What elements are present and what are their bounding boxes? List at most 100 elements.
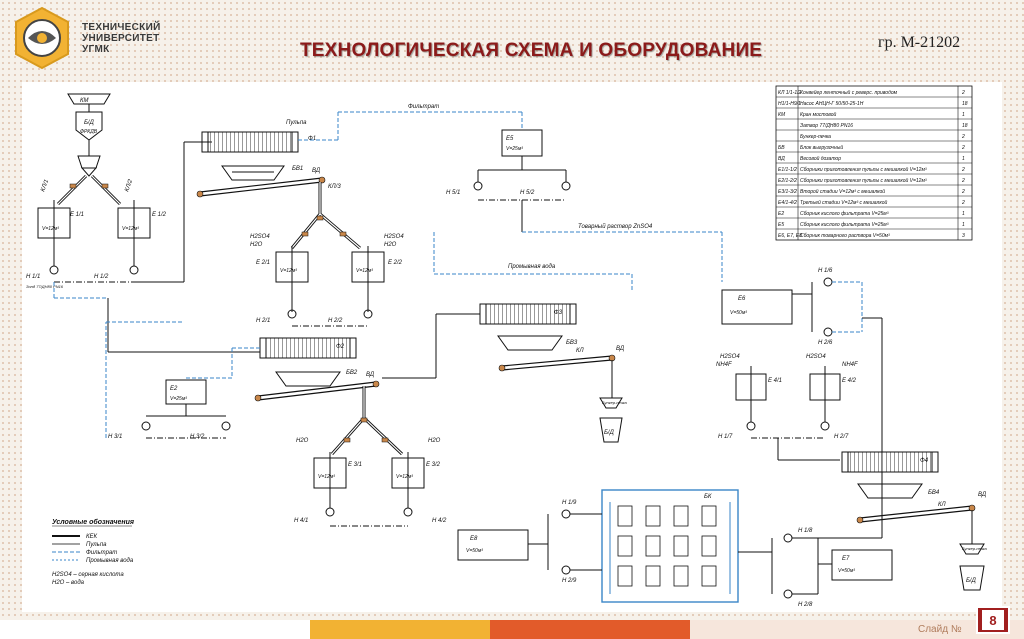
svg-text:V=50м³: V=50м³ bbox=[730, 310, 747, 316]
tank-e7: Е7 V=50м³ Н 1/8 Н 2/8 bbox=[738, 512, 893, 608]
svg-text:H2O: H2O bbox=[250, 242, 263, 248]
svg-text:Н 2/9: Н 2/9 bbox=[562, 578, 577, 584]
bk-cell bbox=[645, 565, 661, 587]
svg-text:Н 1/1: Н 1/1 bbox=[26, 274, 40, 280]
spec-table-cell: 1 bbox=[962, 112, 965, 118]
svg-text:Промывная вода: Промывная вода bbox=[86, 558, 134, 564]
svg-text:Н 2/8: Н 2/8 bbox=[798, 602, 813, 608]
slide-header: ТЕХНИЧЕСКИЙ УНИВЕРСИТЕТ УГМК ТЕХНОЛОГИЧЕ… bbox=[0, 0, 1024, 80]
spec-table-cell: Н1/1-Н9/1 bbox=[778, 101, 801, 107]
svg-text:Е 2/2: Е 2/2 bbox=[388, 260, 403, 266]
svg-text:H2SO4: H2SO4 bbox=[806, 354, 826, 360]
svg-text:Н 1/6: Н 1/6 bbox=[818, 268, 833, 274]
bk-cell bbox=[701, 505, 717, 527]
svg-text:H2SO4 – серная кислота: H2SO4 – серная кислота bbox=[52, 572, 124, 578]
filtrate-label: Фильтрат bbox=[408, 104, 439, 110]
svg-text:Е 4/2: Е 4/2 bbox=[842, 378, 857, 384]
svg-text:V=25м³: V=25м³ bbox=[170, 396, 187, 402]
svg-text:Н 4/2: Н 4/2 bbox=[432, 518, 447, 524]
university-name: ТЕХНИЧЕСКИЙ УНИВЕРСИТЕТ УГМК bbox=[82, 22, 161, 55]
spec-table-cell: 3 bbox=[962, 233, 965, 239]
svg-text:Ф2: Ф2 bbox=[336, 344, 345, 350]
svg-text:Пульпа: Пульпа bbox=[286, 120, 307, 126]
ks2-label: КЛ/2 bbox=[124, 178, 134, 193]
bk-cell bbox=[617, 535, 633, 557]
svg-text:Н 3/1: Н 3/1 bbox=[108, 434, 122, 440]
svg-text:ВД: ВД bbox=[616, 346, 625, 352]
filter-press-f1: Ф1 Пульпа БВ1 ВД КЛ/3 bbox=[196, 120, 341, 198]
tank-e8: Е8 V=50м³ Н 1/9 Н 2/9 bbox=[457, 500, 602, 584]
svg-text:Ф1: Ф1 bbox=[308, 136, 316, 142]
tank-e2-acid: Е2 V=25м³ Н 3/1 Н 3/2 bbox=[105, 321, 231, 440]
svg-text:Н 3/2: Н 3/2 bbox=[190, 434, 205, 440]
svg-text:КЛ: КЛ bbox=[576, 348, 585, 354]
svg-text:NH4F: NH4F bbox=[842, 362, 858, 368]
splitter-2 bbox=[290, 182, 361, 250]
bk-cell bbox=[701, 535, 717, 557]
spec-table-cell: 1 bbox=[962, 156, 965, 162]
spec-table-cell: 18 bbox=[962, 101, 968, 107]
svg-text:H2O – вода: H2O – вода bbox=[52, 580, 85, 586]
filter-press-f3: Ф3 БВ3 КЛ ВД Бункер-печка Б/Д bbox=[479, 303, 628, 443]
svg-text:Н 4/1: Н 4/1 bbox=[294, 518, 308, 524]
bk-cell bbox=[673, 535, 689, 557]
pump-n1-1: Н 1/1 Зонд 77/ДН80 PN16 bbox=[26, 238, 64, 289]
svg-text:Е 3/1: Е 3/1 bbox=[348, 462, 362, 468]
university-logo-icon bbox=[15, 6, 69, 70]
svg-text:V=50м³: V=50м³ bbox=[466, 548, 483, 554]
spec-table-cell: Е2 bbox=[778, 211, 784, 217]
footer-bar bbox=[0, 620, 1024, 639]
spec-table-cell: Е3/1-3/2 bbox=[778, 189, 797, 195]
svg-text:Ф4: Ф4 bbox=[920, 458, 929, 464]
spec-table-cell: Е6, Е7, Е8 bbox=[778, 233, 802, 239]
wash-water-label: Промывная вода bbox=[508, 264, 556, 270]
svg-text:Е7: Е7 bbox=[842, 556, 850, 562]
svg-text:Бункер-печка: Бункер-печка bbox=[602, 400, 628, 405]
tank-e3-1: V=12м³ Е 3/1 H2O bbox=[296, 438, 362, 489]
svg-text:БВ4: БВ4 bbox=[928, 490, 940, 496]
tank-e4-1: Е 4/1 H2SO4 NH4F Н 1/7 bbox=[716, 354, 782, 440]
group-label: гр. М-21202 bbox=[878, 34, 961, 51]
svg-text:V=12м³: V=12м³ bbox=[318, 474, 335, 480]
filter-press-f2: Ф2 БВ2 ВД bbox=[254, 337, 380, 402]
svg-text:Н 1/2: Н 1/2 bbox=[94, 274, 109, 280]
splitter-3 bbox=[330, 386, 404, 456]
filter-press-f4: Ф4 БВ4 КЛ ВД Бункер-печка Б/Д bbox=[841, 451, 988, 591]
product-solution-label: Товарный раствор ZnSO4 bbox=[578, 223, 653, 230]
spec-table-cell: Затвор 77/ДН80 PN16 bbox=[800, 123, 853, 129]
tank-e1-2: V=12м³ Е 1/2 bbox=[117, 200, 167, 239]
svg-text:БВ2: БВ2 bbox=[346, 370, 358, 376]
svg-text:Н 5/1: Н 5/1 bbox=[446, 190, 460, 196]
spec-table-cell: 2 bbox=[961, 145, 965, 151]
km-label: КМ bbox=[80, 98, 89, 104]
spec-table-cell: Третьей стадии V=12м³ с мешалкой bbox=[800, 199, 887, 206]
svg-text:Н 2/1: Н 2/1 bbox=[256, 318, 270, 324]
bk-cell bbox=[617, 505, 633, 527]
spec-table-cell: 2 bbox=[961, 90, 965, 96]
bk-cell bbox=[701, 565, 717, 587]
svg-text:Фильтрат: Фильтрат bbox=[86, 550, 117, 556]
bk-cell bbox=[645, 535, 661, 557]
svg-text:Е8: Е8 bbox=[470, 536, 478, 542]
svg-text:H2SO4: H2SO4 bbox=[250, 234, 270, 240]
svg-text:Е 1/1: Е 1/1 bbox=[70, 212, 84, 218]
spec-table-cell: 1 bbox=[962, 211, 965, 217]
spec-table-cell: 2 bbox=[961, 200, 965, 206]
spec-table-cell: Е1/1-1/2 bbox=[778, 167, 797, 173]
svg-text:Н 1/7: Н 1/7 bbox=[718, 434, 733, 440]
spec-table-cell: Конвейер ленточный с реверс. приводом bbox=[800, 89, 898, 96]
svg-text:V=12м³: V=12м³ bbox=[396, 474, 413, 480]
spec-table-cell: Бункер-печка bbox=[800, 134, 831, 140]
svg-text:Н 2/2: Н 2/2 bbox=[328, 318, 343, 324]
svg-text:V=12м³: V=12м³ bbox=[42, 226, 59, 232]
svg-text:V=12м³: V=12м³ bbox=[280, 268, 297, 274]
ks1-label: КЛ/1 bbox=[40, 179, 50, 193]
svg-text:H2SO4: H2SO4 bbox=[720, 354, 740, 360]
svg-text:БК: БК bbox=[704, 494, 712, 500]
svg-text:Бункер-печка: Бункер-печка bbox=[962, 546, 988, 551]
spec-table-cell: 2 bbox=[961, 189, 965, 195]
spec-table-cell: 1 bbox=[962, 222, 965, 228]
spec-table-cell: Е5 bbox=[778, 222, 784, 228]
spec-table-cell: 2 bbox=[961, 134, 965, 140]
svg-text:Е5: Е5 bbox=[506, 136, 514, 142]
